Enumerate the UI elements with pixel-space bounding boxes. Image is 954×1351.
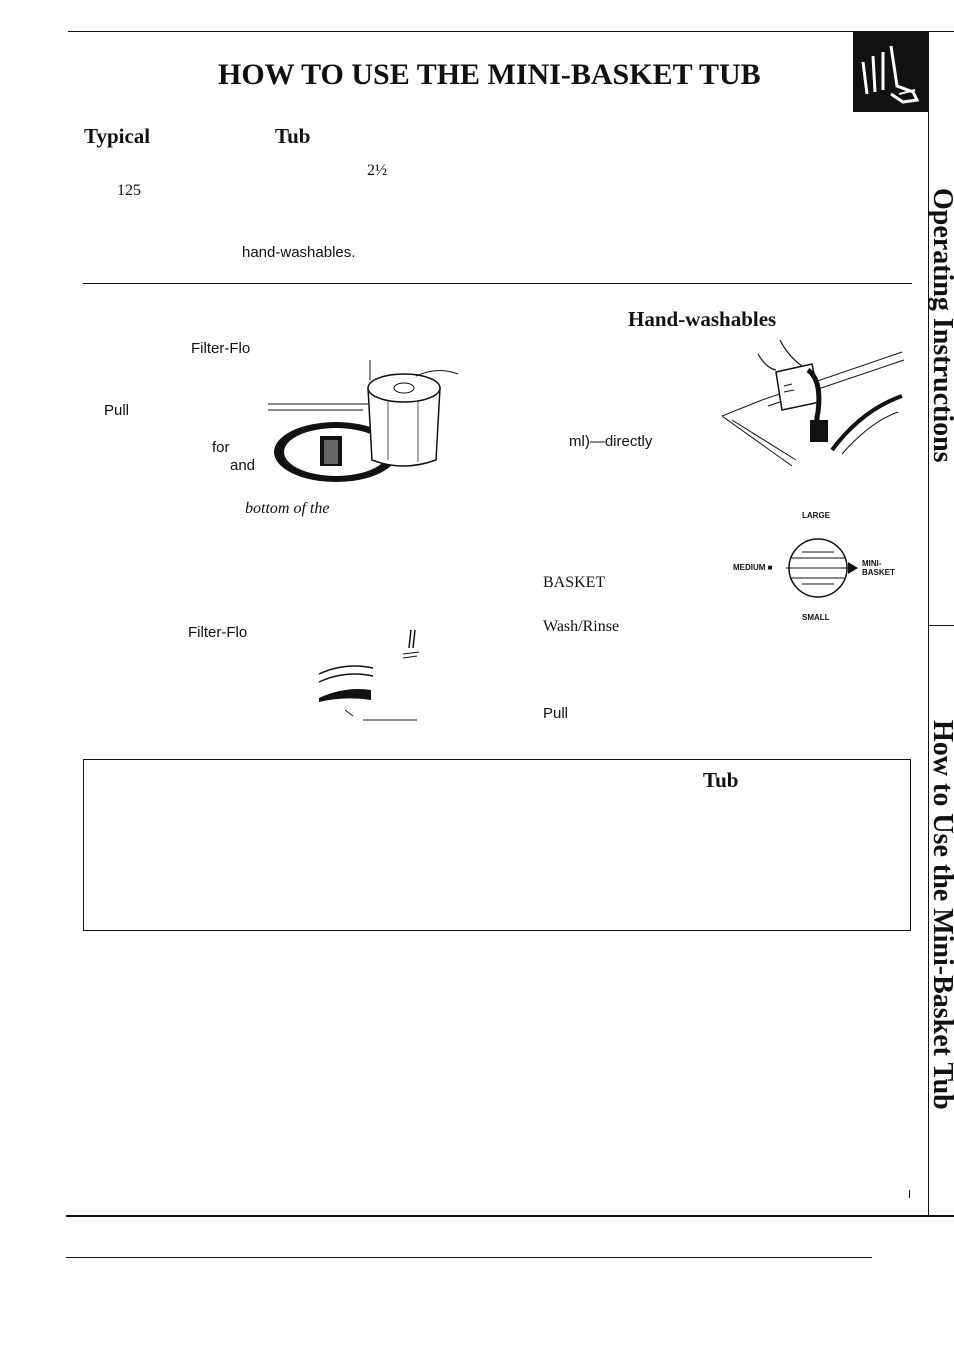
left-for: for [212,439,230,456]
left-filter-flo-2: Filter-Flo [188,624,248,641]
dial-label-basket: BASKET [862,568,895,577]
left-and: and [230,457,256,474]
intro-fraction: 2½ [367,162,387,179]
side-tab-operating: Operating Instructions [927,188,954,463]
hand-pointing-icon [861,45,920,104]
load-size-dial-icon[interactable] [782,538,862,608]
left-filter-flo-1: Filter-Flo [191,340,251,357]
dial-label-small: SMALL [802,613,830,622]
left-pull: Pull [104,402,130,419]
right-basket: BASKET [543,574,606,591]
bottom-rule-2 [66,1257,872,1258]
mini-basket-illustration [268,360,459,482]
top-rule [68,31,954,32]
pouring-detergent-illustration [722,340,905,467]
filter-flo-illustration [318,629,420,721]
section-rule [83,283,912,284]
corner-icon-block [853,32,928,112]
dial-label-medium: MEDIUM ■ [733,563,773,572]
notice-box: Tub [83,759,911,931]
right-ml-directly: ml)—directly [569,433,653,450]
intro-hand-washables: hand-washables. [242,244,356,261]
right-heading-hand-washables: Hand-washables [628,307,777,331]
intro-capacity: 125 [117,182,141,199]
side-tab-divider [928,625,954,626]
intro-heading-typical: Typical [84,124,151,148]
right-pull: Pull [543,705,569,722]
page-title: HOW TO USE THE MINI-BASKET TUB [218,58,761,91]
bottom-rule-1 [66,1215,954,1217]
page-mark [909,1190,910,1198]
side-vertical-rule [928,32,929,1215]
side-tab-how-to: How to Use the Mini-Basket Tub [927,720,954,1110]
notice-tub: Tub [703,768,739,792]
dial-label-large: LARGE [802,511,830,520]
intro-heading-tub: Tub [275,124,311,148]
right-wash-rinse: Wash/Rinse [543,618,620,635]
left-bottom-of-the: bottom of the [245,500,330,517]
dial-label-mini: MINI- [862,559,882,568]
